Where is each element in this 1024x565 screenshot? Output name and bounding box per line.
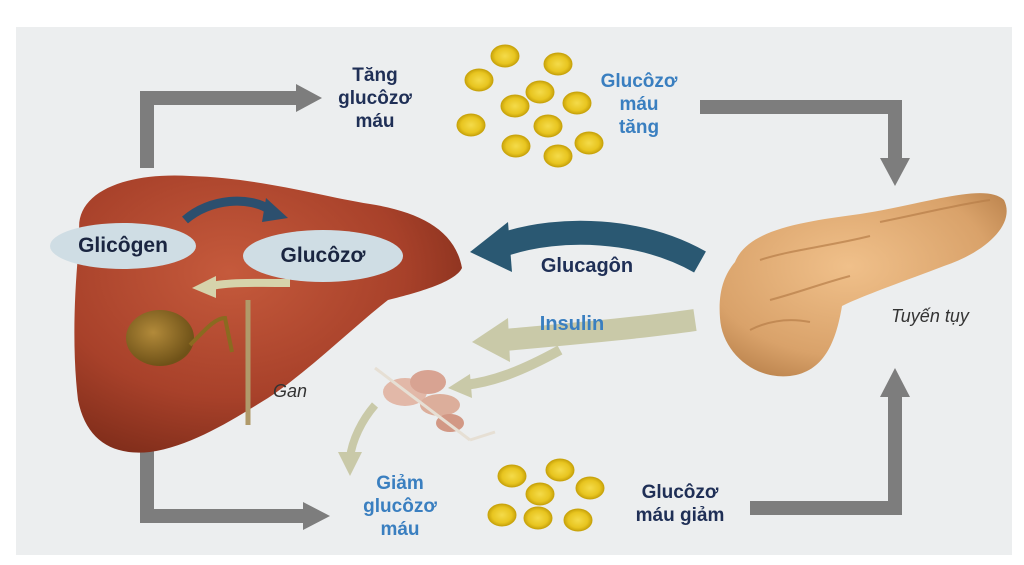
insulin-arrowhead xyxy=(472,318,510,362)
pancreas-illustration xyxy=(719,193,1007,377)
muscle-tissue-illustration xyxy=(374,366,496,442)
insulin-arrow-secondary xyxy=(464,345,563,390)
glucose-label: Glucôzơ xyxy=(280,244,366,267)
gray-loop-arrows xyxy=(140,91,902,523)
gallbladder-shape xyxy=(126,310,194,366)
gray-arrowheads xyxy=(296,84,910,530)
glucagon-arrowhead xyxy=(470,222,512,272)
glucagon-arrow xyxy=(501,220,706,273)
arrowhead-up-right xyxy=(880,368,910,397)
arrow-liver-to-increase xyxy=(140,91,298,168)
insulin-label: Insulin xyxy=(539,313,605,335)
glucose-molecules-top xyxy=(456,44,604,168)
arrow-fall-to-pancreas xyxy=(750,395,902,515)
blood-glucose-lowered-label: Glucôzơ máu giảm xyxy=(635,482,725,526)
arrowhead-right-top xyxy=(296,84,322,112)
tissue-to-decrease-arrow xyxy=(346,402,379,459)
liver-label: Gan xyxy=(272,381,308,401)
increase-blood-glucose-label: Tăng glucôzơ máu xyxy=(338,65,412,132)
pancreas-shape xyxy=(719,193,1007,377)
tissue-arrowhead xyxy=(338,452,362,476)
bile-duct xyxy=(188,315,234,353)
blood-glucose-raised-label: Glucôzơ máu tăng xyxy=(600,71,678,138)
arrow-rise-to-pancreas xyxy=(700,100,902,160)
arrowhead-down-right xyxy=(880,158,910,186)
glycogen-label: Glicôgen xyxy=(78,234,168,257)
glucose-molecules-bottom xyxy=(487,458,605,532)
glucose-to-glycogen-arrowhead xyxy=(192,276,216,298)
arrowhead-right-bottom xyxy=(303,502,330,530)
glycogen-node: Glicôgen xyxy=(50,223,196,269)
glycogen-to-glucose-arrowhead xyxy=(262,198,288,222)
decrease-blood-glucose-label: Giảm glucôzơ máu xyxy=(363,473,437,540)
glucagon-label: Glucagôn xyxy=(540,255,634,277)
pancreas-label: Tuyến tụy xyxy=(891,306,969,326)
glucose-to-glycogen-arrow xyxy=(211,278,291,290)
glycogen-to-glucose-arrow xyxy=(182,196,273,224)
arrow-liver-to-decrease xyxy=(140,448,305,523)
insulin-secondary-arrowhead xyxy=(448,374,472,398)
insulin-arrow xyxy=(503,309,697,351)
glucose-node: Glucôzơ xyxy=(243,230,403,282)
